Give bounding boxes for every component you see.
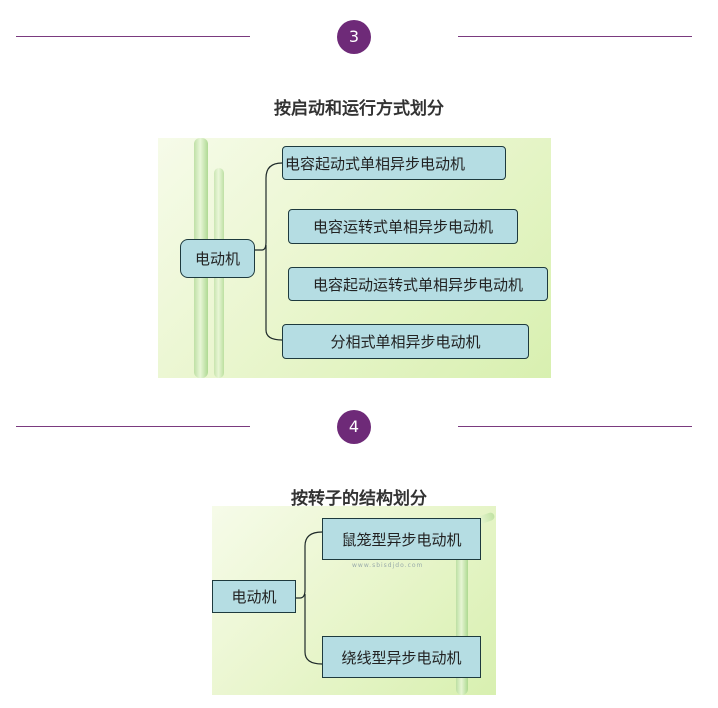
child-node-3-3: 电容起动运转式单相异步电动机 bbox=[288, 267, 548, 301]
root-node-4: 电动机 bbox=[212, 580, 296, 613]
child-node-3-1: 电容起动式单相异步电动机 bbox=[282, 146, 506, 180]
child-node-3-2: 电容运转式单相异步电动机 bbox=[288, 209, 518, 244]
brace-line bbox=[296, 531, 323, 599]
section-number-badge-3: 3 bbox=[337, 20, 371, 54]
brace-line bbox=[304, 594, 323, 665]
divider-left-3 bbox=[16, 36, 250, 37]
child-node-4-2: 绕线型异步电动机 bbox=[322, 636, 481, 678]
brace-line bbox=[255, 162, 283, 251]
brace-line bbox=[265, 245, 283, 341]
section-title-4: 按转子的结构划分 bbox=[291, 489, 427, 509]
watermark-text: www.sbisdjdo.com bbox=[352, 562, 424, 569]
divider-right-3 bbox=[458, 36, 692, 37]
child-node-3-4: 分相式单相异步电动机 bbox=[282, 324, 529, 359]
divider-right-4 bbox=[458, 426, 692, 427]
section-title-3: 按启动和运行方式划分 bbox=[274, 99, 444, 119]
child-node-4-1: 鼠笼型异步电动机 bbox=[322, 518, 481, 560]
divider-left-4 bbox=[16, 426, 250, 427]
section-number-badge-4: 4 bbox=[337, 410, 371, 444]
root-node-3: 电动机 bbox=[180, 239, 255, 278]
